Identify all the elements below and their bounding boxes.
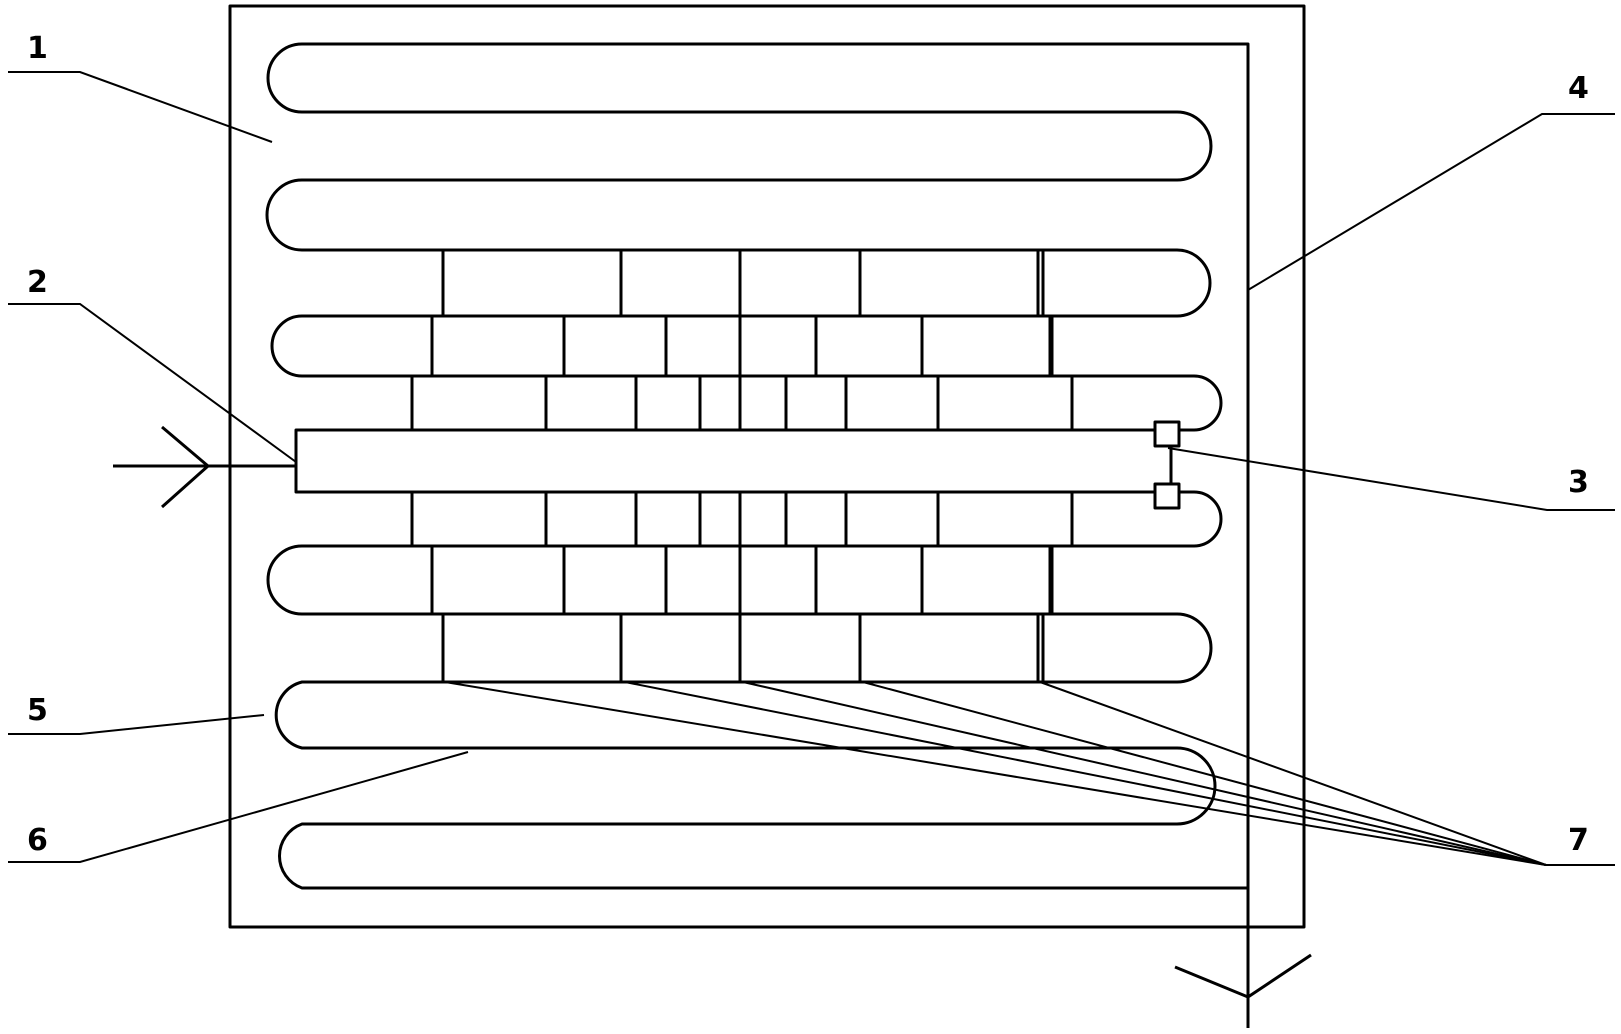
leader-7 (444, 681, 1615, 866)
connector-lower (1153, 482, 1181, 510)
label-4: 4 (1568, 71, 1589, 106)
inlet-arrow (113, 425, 296, 509)
label-2: 2 (27, 265, 48, 300)
outlet-arrow (1174, 938, 1312, 1028)
cell-grid-lower (410, 492, 1074, 684)
label-7: 7 (1568, 823, 1589, 858)
cell-grid-upper (410, 248, 1074, 430)
leader-3 (1167, 447, 1615, 511)
leader-2 (8, 303, 297, 463)
inlet-manifold (294, 428, 1173, 494)
leader-4 (1247, 113, 1615, 291)
label-5: 5 (27, 693, 48, 728)
leader-5 (8, 714, 265, 735)
label-1: 1 (27, 31, 48, 66)
serpentine-channel (265, 42, 1250, 938)
leader-1 (8, 71, 273, 143)
label-3: 3 (1568, 465, 1589, 500)
connector-upper (1153, 420, 1181, 448)
leader-6 (8, 751, 469, 863)
label-6: 6 (27, 823, 48, 858)
leader-lines (8, 71, 1615, 866)
